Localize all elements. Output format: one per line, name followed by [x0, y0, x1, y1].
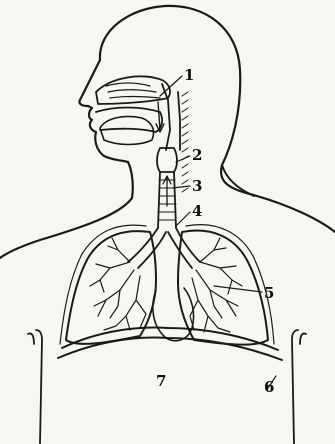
label-4: 4	[192, 202, 202, 220]
label-7: 7	[156, 372, 166, 390]
label-5: 5	[264, 284, 274, 302]
label-6: 6	[264, 378, 274, 396]
label-2: 2	[192, 146, 202, 164]
label-3: 3	[192, 177, 202, 195]
label-1: 1	[184, 66, 194, 84]
